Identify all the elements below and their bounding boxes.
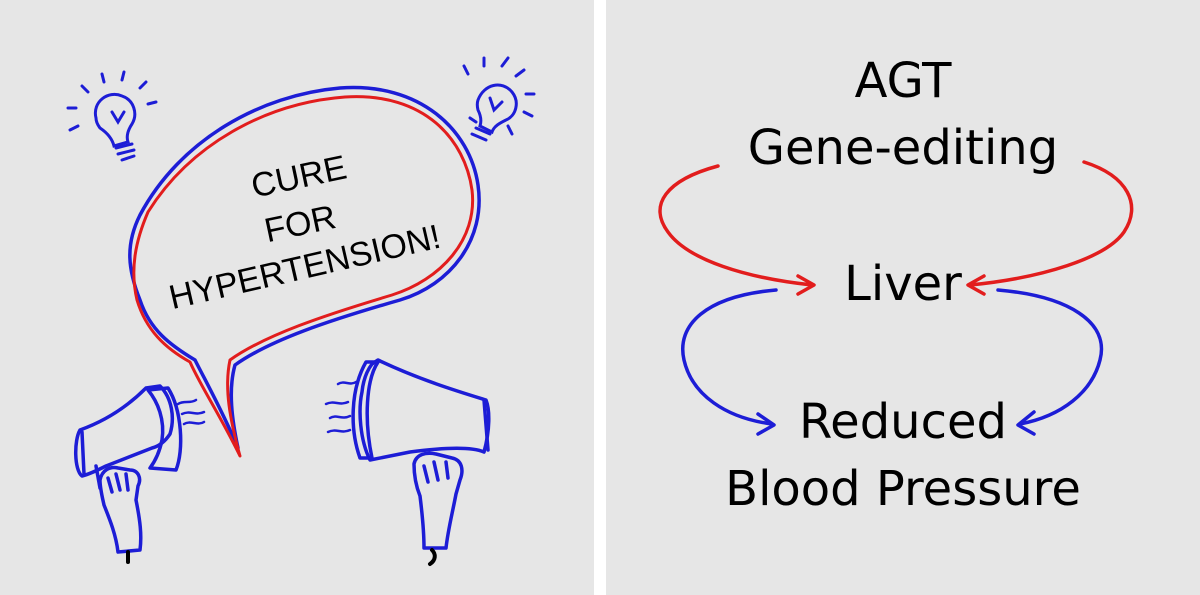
arrowhead-blue-left xyxy=(756,412,776,436)
illustration xyxy=(66,56,536,566)
arrow-blue-left xyxy=(681,288,778,426)
lightbulb-icon xyxy=(66,70,158,162)
arrow-red-right xyxy=(968,160,1134,287)
result-line-2: Blood Pressure xyxy=(725,461,1081,517)
hand-icon xyxy=(98,465,143,554)
megaphone-icon xyxy=(74,384,183,490)
arrow-red-left xyxy=(658,164,814,287)
hand-icon xyxy=(412,451,464,550)
arrowhead-red-left xyxy=(796,274,816,296)
result-line-1: Reduced xyxy=(798,394,1007,450)
middle-label: Liver xyxy=(844,256,962,312)
left-panel: CURE FOR HYPERTENSION! xyxy=(0,0,594,595)
sound-lines-icon xyxy=(176,398,206,426)
arrow-blue-right xyxy=(996,288,1104,426)
megaphone-icon xyxy=(351,358,491,462)
title-line-1: AGT xyxy=(854,53,952,109)
ground-marks xyxy=(126,548,437,566)
arrowhead-blue-right xyxy=(1016,410,1036,436)
speech-bubble-red xyxy=(132,95,475,458)
sound-lines-icon xyxy=(324,380,358,434)
flow-arrows xyxy=(658,160,1134,436)
title-line-2: Gene-editing xyxy=(747,120,1059,176)
lightbulb-icon xyxy=(462,56,536,142)
speech-bubble-blue xyxy=(128,85,481,450)
right-panel: AGT Gene-editing Liver Reduced Blood Pre… xyxy=(606,0,1200,595)
arrowhead-red-right xyxy=(966,274,986,296)
